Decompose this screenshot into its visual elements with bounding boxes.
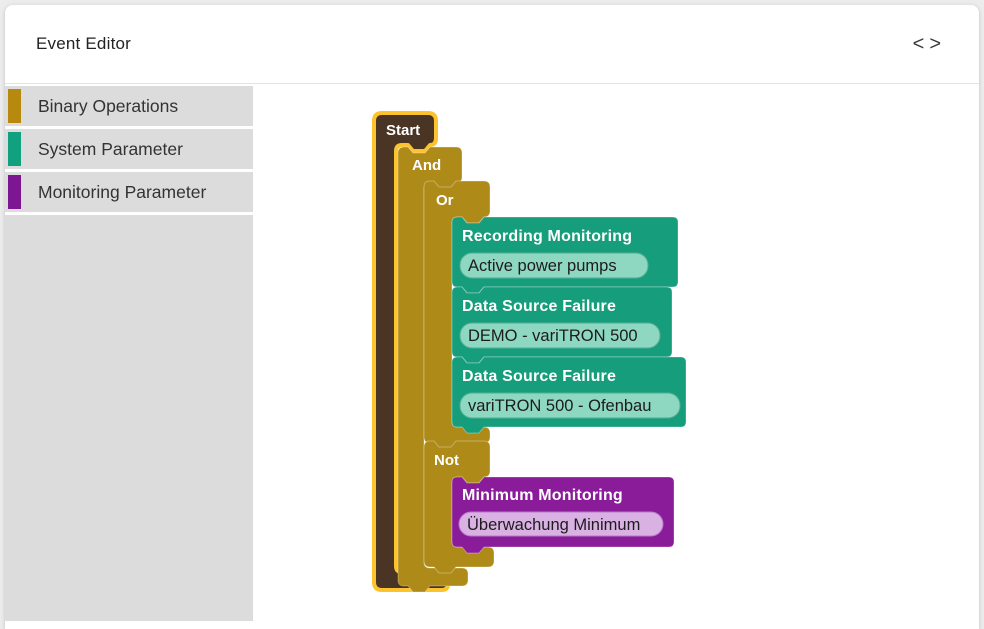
- block-recording-monitoring-title: Recording Monitoring: [462, 228, 632, 245]
- field-active-power-pumps-value: Active power pumps: [468, 257, 617, 275]
- toolbox-category-monitoring-parameter[interactable]: Monitoring Parameter: [5, 172, 253, 215]
- category-color-swatch: [8, 89, 21, 123]
- block-or-label: Or: [436, 192, 454, 209]
- block-not-label: Not: [434, 452, 459, 469]
- toolbox: Binary Operations System Parameter Monit…: [5, 84, 253, 621]
- category-label: Monitoring Parameter: [38, 181, 207, 202]
- chevron-right-icon[interactable]: >: [929, 33, 941, 55]
- field-ueberwachung-minimum-value: Überwachung Minimum: [467, 516, 640, 534]
- panel-header: Event Editor < >: [5, 5, 979, 84]
- block-data-source-failure-1-title: Data Source Failure: [462, 298, 616, 315]
- category-label: Binary Operations: [38, 95, 179, 116]
- chevron-left-icon[interactable]: <: [912, 33, 925, 55]
- field-ueberwachung-minimum[interactable]: [458, 511, 664, 537]
- field-active-power-pumps[interactable]: [459, 252, 649, 279]
- category-color-swatch: [8, 175, 21, 209]
- field-varitron-500-ofenbau[interactable]: [459, 392, 681, 419]
- field-demo-varitron-500-value: DEMO - variTRON 500: [468, 327, 638, 345]
- block-start-label: Start: [386, 122, 420, 139]
- toolbox-category-system-parameter[interactable]: System Parameter: [5, 129, 253, 172]
- field-demo-varitron-500[interactable]: [459, 322, 661, 349]
- code-view-toggle[interactable]: < >: [913, 34, 941, 54]
- block-start[interactable]: [372, 111, 450, 592]
- category-color-swatch: [8, 132, 21, 166]
- category-label: System Parameter: [38, 138, 183, 159]
- field-varitron-500-ofenbau-value: variTRON 500 - Ofenbau: [468, 397, 651, 415]
- block-and-label: And: [412, 157, 441, 174]
- toolbox-category-binary-operations[interactable]: Binary Operations: [5, 86, 253, 129]
- page-title: Event Editor: [36, 34, 132, 53]
- block-minimum-monitoring-title: Minimum Monitoring: [462, 487, 623, 504]
- block-data-source-failure-2-title: Data Source Failure: [462, 368, 616, 385]
